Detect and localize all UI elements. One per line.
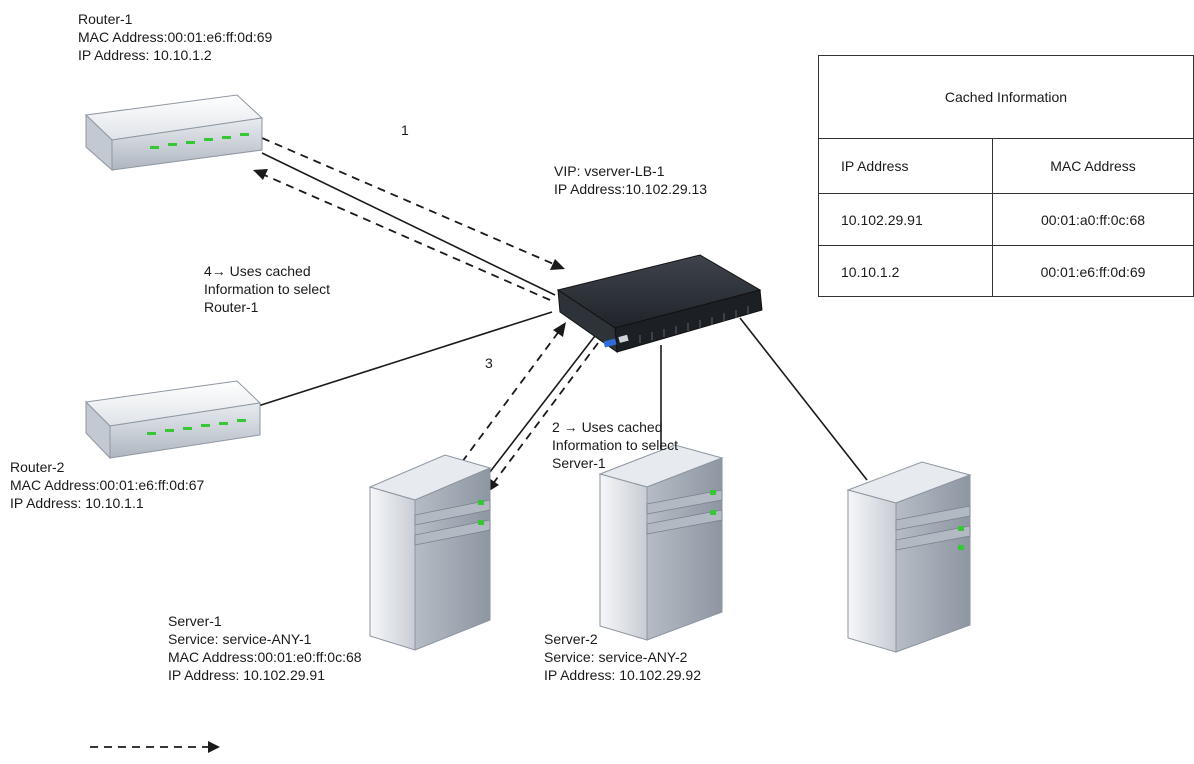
cell-mac: 00:01:e6:ff:0d:69: [1040, 263, 1146, 280]
netscaler-appliance-icon: [556, 254, 763, 354]
cached-information-table: Cached Information IP Address MAC Addres…: [818, 55, 1194, 297]
flow-1-arrowhead: [550, 259, 565, 270]
flow-3-line: [461, 329, 561, 463]
router-2-mac: MAC Address:00:01:e6:ff:0d:67: [10, 477, 205, 493]
cell-ip: 10.10.1.2: [819, 246, 993, 297]
router-2-ip: IP Address: 10.10.1.1: [10, 495, 144, 511]
link-server1-appliance: [475, 331, 599, 491]
server-1-icon: [368, 454, 492, 651]
server-2-label: Server-2 Service: service-ANY-2 IP Addre…: [544, 630, 701, 684]
link-server3-appliance: [739, 317, 868, 481]
server-3-icon: [846, 461, 972, 653]
flow-3-arrowhead: [553, 322, 566, 337]
router-1-icon: [84, 94, 264, 172]
router-2-icon: [84, 380, 262, 460]
flow-4-line: [261, 173, 551, 301]
router-2-name: Router-2: [10, 459, 65, 475]
table-row: 10.102.29.91 00:01:a0:ff:0c:68: [819, 194, 1193, 246]
link-router2-appliance: [257, 311, 553, 407]
cell-ip: 10.102.29.91: [819, 194, 993, 245]
step-3-label: 3: [485, 355, 493, 371]
server-1-service: Service: service-ANY-1: [168, 631, 312, 647]
router-1-mac: MAC Address:00:01:e6:ff:0d:69: [78, 29, 273, 45]
step-4-label: 4→ Uses cached Information to select Rou…: [204, 262, 330, 316]
flow-1-line: [261, 137, 557, 266]
step-2-label: 2 → Uses cached Information to select Se…: [552, 418, 678, 472]
server-1-ip: IP Address: 10.102.29.91: [168, 667, 325, 683]
step-2-line-3: Server-1: [552, 455, 606, 471]
vip-ip: IP Address:10.102.29.13: [554, 181, 708, 197]
server-1-name: Server-1: [168, 613, 222, 629]
server-2-name: Server-2: [544, 631, 598, 647]
step-2-line-2: Information to select: [552, 437, 679, 453]
server-1-label: Server-1 Service: service-ANY-1 MAC Addr…: [168, 612, 362, 684]
flow-4-arrowhead: [253, 169, 268, 180]
link-router1-appliance: [261, 152, 556, 296]
legend-arrowhead: [208, 741, 220, 753]
step-4-line-2: Information to select: [204, 281, 331, 297]
server-2-icon: [598, 444, 724, 641]
step-4-line-3: Router-1: [204, 299, 259, 315]
router-1-name: Router-1: [78, 11, 133, 27]
router-2-label: Router-2 MAC Address:00:01:e6:ff:0d:67 I…: [10, 458, 204, 512]
server-2-ip: IP Address: 10.102.29.92: [544, 667, 701, 683]
server-1-mac: MAC Address:00:01:e0:ff:0c:68: [168, 649, 362, 665]
cell-mac: 00:01:a0:ff:0c:68: [1040, 211, 1146, 228]
cached-information-title: Cached Information: [819, 56, 1193, 139]
vip-label: VIP: vserver-LB-1 IP Address:10.102.29.1…: [554, 162, 707, 198]
vip-name: VIP: vserver-LB-1: [554, 163, 665, 179]
step-2-line-1: 2 → Uses cached: [552, 419, 663, 435]
dashed-flows: [90, 137, 599, 748]
solid-links: [257, 152, 868, 491]
header-mac-address: MAC Address: [1050, 157, 1136, 174]
router-1-ip: IP Address: 10.10.1.2: [78, 47, 212, 63]
table-header-row: IP Address MAC Address: [819, 138, 1193, 194]
header-ip-address: IP Address: [819, 138, 993, 193]
step-1-label: 1: [401, 122, 409, 138]
server-2-service: Service: service-ANY-2: [544, 649, 688, 665]
table-row: 10.10.1.2 00:01:e6:ff:0d:69: [819, 246, 1193, 297]
router-1-label: Router-1 MAC Address:00:01:e6:ff:0d:69 I…: [78, 10, 272, 64]
flow-2-line: [491, 342, 599, 486]
step-4-line-1: 4→ Uses cached: [204, 263, 311, 279]
